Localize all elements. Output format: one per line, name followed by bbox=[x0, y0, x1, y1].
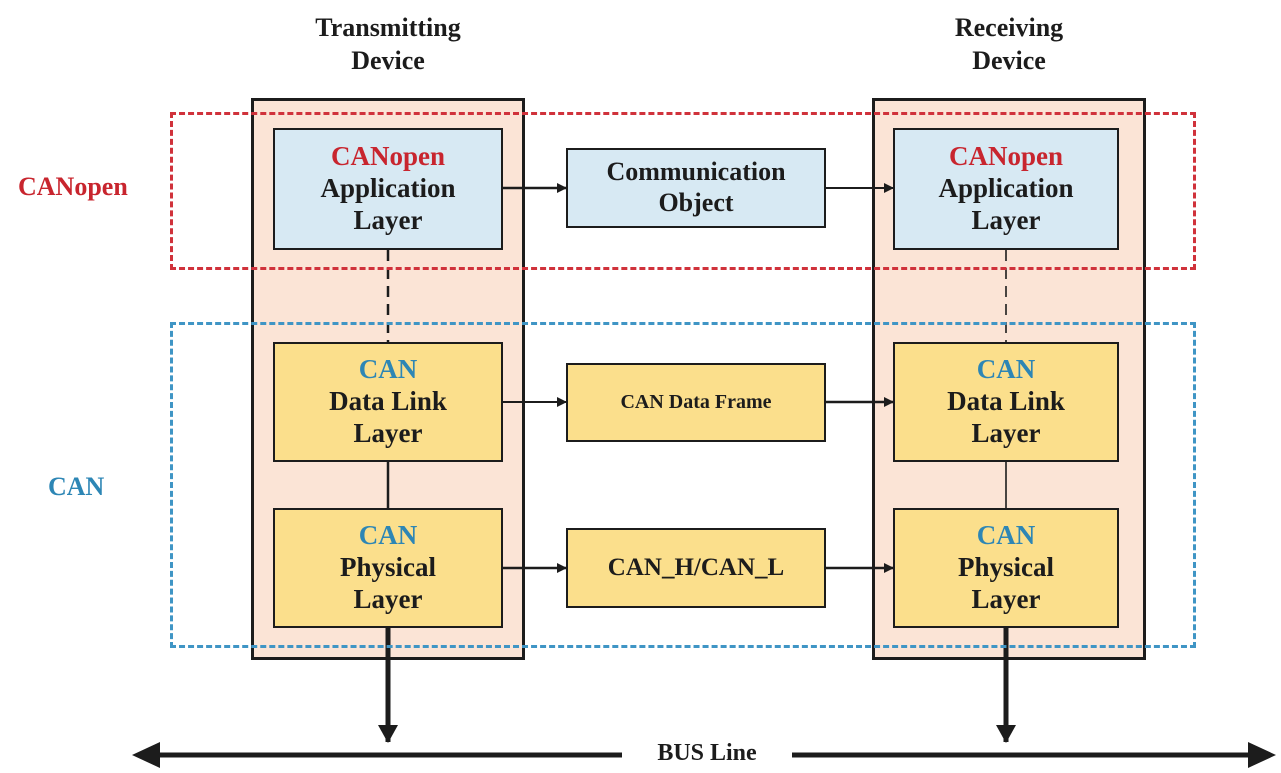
tx-datalink-tag: CAN bbox=[358, 354, 418, 385]
tx-datalink-line2: Layer bbox=[353, 417, 423, 448]
rx-application-line2: Layer bbox=[971, 204, 1041, 235]
tx-physical-tag: CAN bbox=[358, 520, 418, 551]
communication-object-line2: Object bbox=[658, 188, 734, 217]
rx-datalink-tag: CAN bbox=[976, 354, 1036, 385]
transmitting-device-title: Transmitting Device bbox=[268, 12, 508, 77]
receiving-device-title: Receiving Device bbox=[889, 12, 1129, 77]
can-data-frame-label: CAN Data Frame bbox=[620, 390, 772, 413]
tx-physical-line1: Physical bbox=[339, 552, 436, 583]
bus-arrowhead-left bbox=[132, 742, 160, 768]
receiving-title-line2: Device bbox=[972, 45, 1046, 75]
transmitting-title-line1: Transmitting bbox=[315, 13, 461, 42]
tx-application-line1: Application bbox=[320, 173, 456, 204]
rx-datalink-line1: Data Link bbox=[947, 386, 1065, 417]
communication-object-box: Communication Object bbox=[566, 148, 826, 228]
tx-application-line2: Layer bbox=[353, 204, 423, 235]
rx-application-line1: Application bbox=[938, 173, 1074, 204]
communication-object-line1: Communication bbox=[606, 157, 786, 187]
receiving-title-line1: Receiving bbox=[954, 13, 1064, 42]
tx-application-tag: CANopen bbox=[330, 141, 445, 172]
bus-line-label: BUS Line bbox=[622, 740, 792, 767]
tx-datalink-line1: Data Link bbox=[329, 386, 447, 417]
tx-physical-line2: Layer bbox=[353, 583, 423, 614]
canopen-group-label: CANopen bbox=[18, 172, 128, 201]
rx-application-tag: CANopen bbox=[948, 141, 1063, 172]
can-h-can-l-box: CAN_H/CAN_L bbox=[566, 528, 826, 608]
can-h-can-l-label: CAN_H/CAN_L bbox=[607, 554, 785, 582]
rx-physical-line2: Layer bbox=[971, 583, 1041, 614]
rx-physical-line1: Physical bbox=[957, 552, 1054, 583]
can-group-label: CAN bbox=[48, 472, 105, 501]
rx-application-layer: CANopen Application Layer bbox=[893, 128, 1119, 250]
can-group-band bbox=[170, 322, 1196, 648]
tx-physical-layer: CAN Physical Layer bbox=[273, 508, 503, 628]
tx-datalink-layer: CAN Data Link Layer bbox=[273, 342, 503, 462]
rx-datalink-line2: Layer bbox=[971, 417, 1041, 448]
tx-application-layer: CANopen Application Layer bbox=[273, 128, 503, 250]
rx-datalink-layer: CAN Data Link Layer bbox=[893, 342, 1119, 462]
rx-physical-layer: CAN Physical Layer bbox=[893, 508, 1119, 628]
canopen-group-band bbox=[170, 112, 1196, 270]
transmitting-title-line2: Device bbox=[351, 45, 425, 75]
can-data-frame-box: CAN Data Frame bbox=[566, 363, 826, 442]
rx-physical-tag: CAN bbox=[976, 520, 1036, 551]
bus-arrowhead-right bbox=[1248, 742, 1276, 768]
